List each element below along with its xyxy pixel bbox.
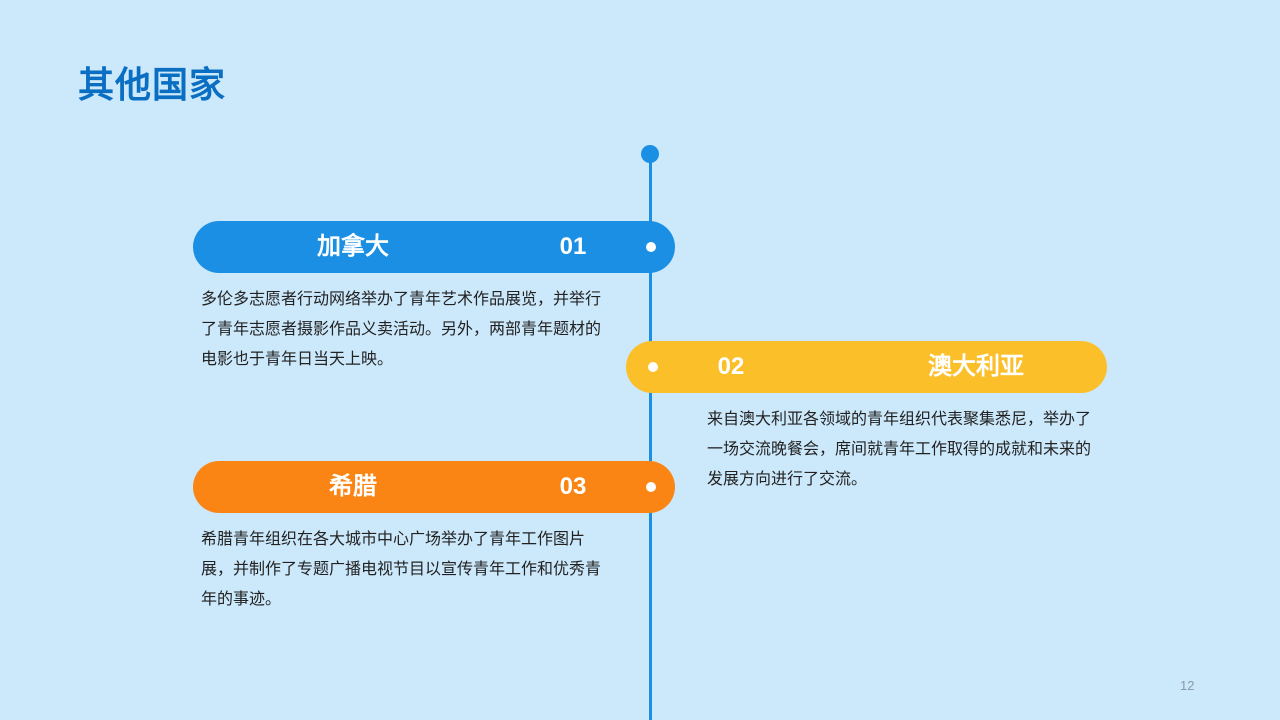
pill-number: 03 (559, 473, 587, 500)
pill-country-name: 加拿大 (317, 233, 389, 260)
timeline-node-dot (646, 482, 656, 492)
pill-country-name: 希腊 (329, 473, 377, 500)
timeline-node-dot (648, 362, 658, 372)
pill-number: 02 (717, 353, 745, 380)
timeline-pill-greece: 希腊 03 (193, 461, 675, 513)
timeline-pill-canada: 加拿大 01 (193, 221, 675, 273)
description-canada: 多伦多志愿者行动网络举办了青年艺术作品展览，并举行了青年志愿者摄影作品义卖活动。… (201, 291, 602, 368)
timeline-line (649, 154, 652, 720)
pill-country-name: 澳大利亚 (928, 353, 1024, 380)
timeline-node-dot (646, 242, 656, 252)
page-title: 其他国家 (78, 64, 227, 105)
page-number: 12 (1180, 678, 1195, 693)
description-australia: 来自澳大利亚各领域的青年组织代表聚集悉尼，举办了一场交流晚餐会，席间就青年工作取… (707, 411, 1092, 488)
description-greece: 希腊青年组织在各大城市中心广场举办了青年工作图片展，并制作了专题广播电视节目以宣… (201, 531, 602, 608)
pill-number: 01 (559, 233, 587, 260)
timeline-start-dot (641, 145, 659, 163)
timeline-pill-australia: 02 澳大利亚 (626, 341, 1107, 393)
